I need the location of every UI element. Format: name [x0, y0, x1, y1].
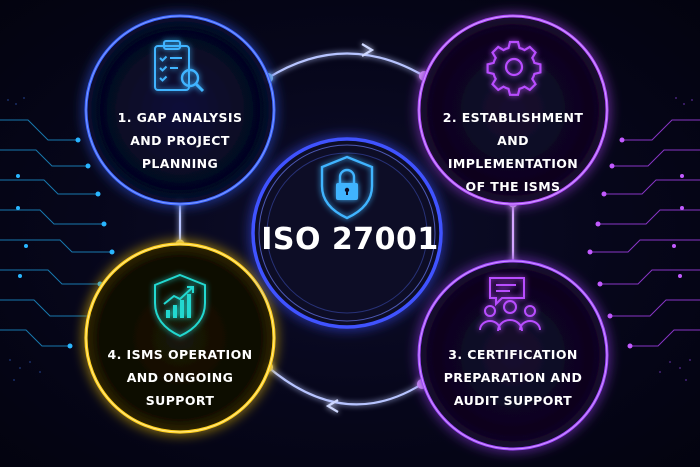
step-2-circle	[417, 14, 609, 206]
dot-matrix-left	[7, 97, 41, 381]
team-chat-icon	[479, 277, 541, 332]
step-3-label: 3. CERTIFICATION PREPARATION AND AUDIT S…	[443, 347, 583, 408]
shield-lock-icon	[320, 155, 374, 220]
gear-icon	[486, 40, 542, 96]
circuit-nodes-right	[587, 137, 684, 349]
arrow-right-icon	[361, 43, 375, 57]
circuit-decoration-left	[0, 119, 112, 347]
step-1-label: 1. GAP ANALYSIS AND PROJECT PLANNING	[117, 110, 243, 171]
center-circle	[251, 137, 443, 329]
dot-matrix-right	[659, 97, 693, 381]
shield-growth-icon	[154, 273, 206, 338]
circuit-decoration-right	[590, 119, 700, 347]
step-2-label: 2. ESTABLISHMENT AND IMPLEMENTATION OF T…	[442, 110, 584, 194]
center-title: ISO 27001	[261, 222, 439, 257]
step-1-circle	[84, 14, 276, 206]
connector-right	[508, 198, 518, 269]
step-4-circle	[84, 242, 276, 434]
clipboard-search-icon	[154, 40, 205, 93]
step-4-label: 4. ISMS OPERATION AND ONGOING SUPPORT	[107, 347, 253, 408]
arrow-left-icon	[325, 399, 339, 413]
connector-top	[263, 43, 429, 83]
connector-bottom	[263, 362, 427, 413]
step-3-circle	[417, 259, 609, 451]
circuit-nodes-left	[16, 137, 115, 349]
